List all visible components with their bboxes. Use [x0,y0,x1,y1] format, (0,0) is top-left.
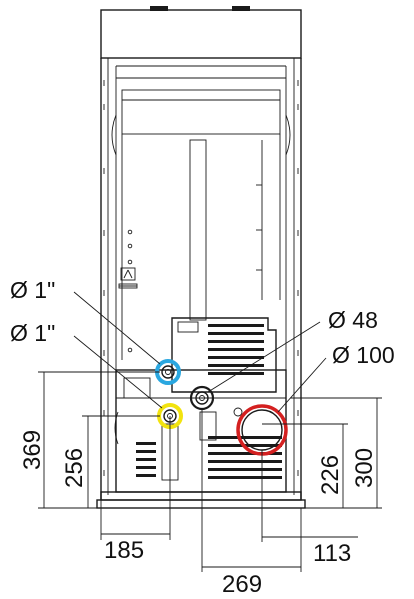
label-diameter-48: Ø 48 [328,307,378,333]
label-diameter-yellow: Ø 1" [10,320,55,346]
dimension-269: 269 [222,571,262,598]
dimension-lines-horizontal [100,410,358,572]
dimension-lines-vertical [38,371,382,509]
warning-plate-icon [118,267,138,289]
stove-body [96,6,306,509]
dimension-256: 256 [61,448,88,488]
label-diameter-blue: Ø 1" [10,277,55,303]
dimension-185: 185 [104,537,144,564]
dimension-226: 226 [317,455,344,495]
label-diameter-100: Ø 100 [332,342,395,368]
connection-48 [189,385,215,411]
leader-lines [73,291,327,413]
dimension-369: 369 [19,430,46,470]
upper-grille [208,324,264,375]
dimension-113: 113 [313,540,351,567]
dimension-300: 300 [351,448,378,488]
lower-grille-left [136,442,156,477]
lower-grille-right [208,436,282,479]
connection-blue [155,359,181,385]
